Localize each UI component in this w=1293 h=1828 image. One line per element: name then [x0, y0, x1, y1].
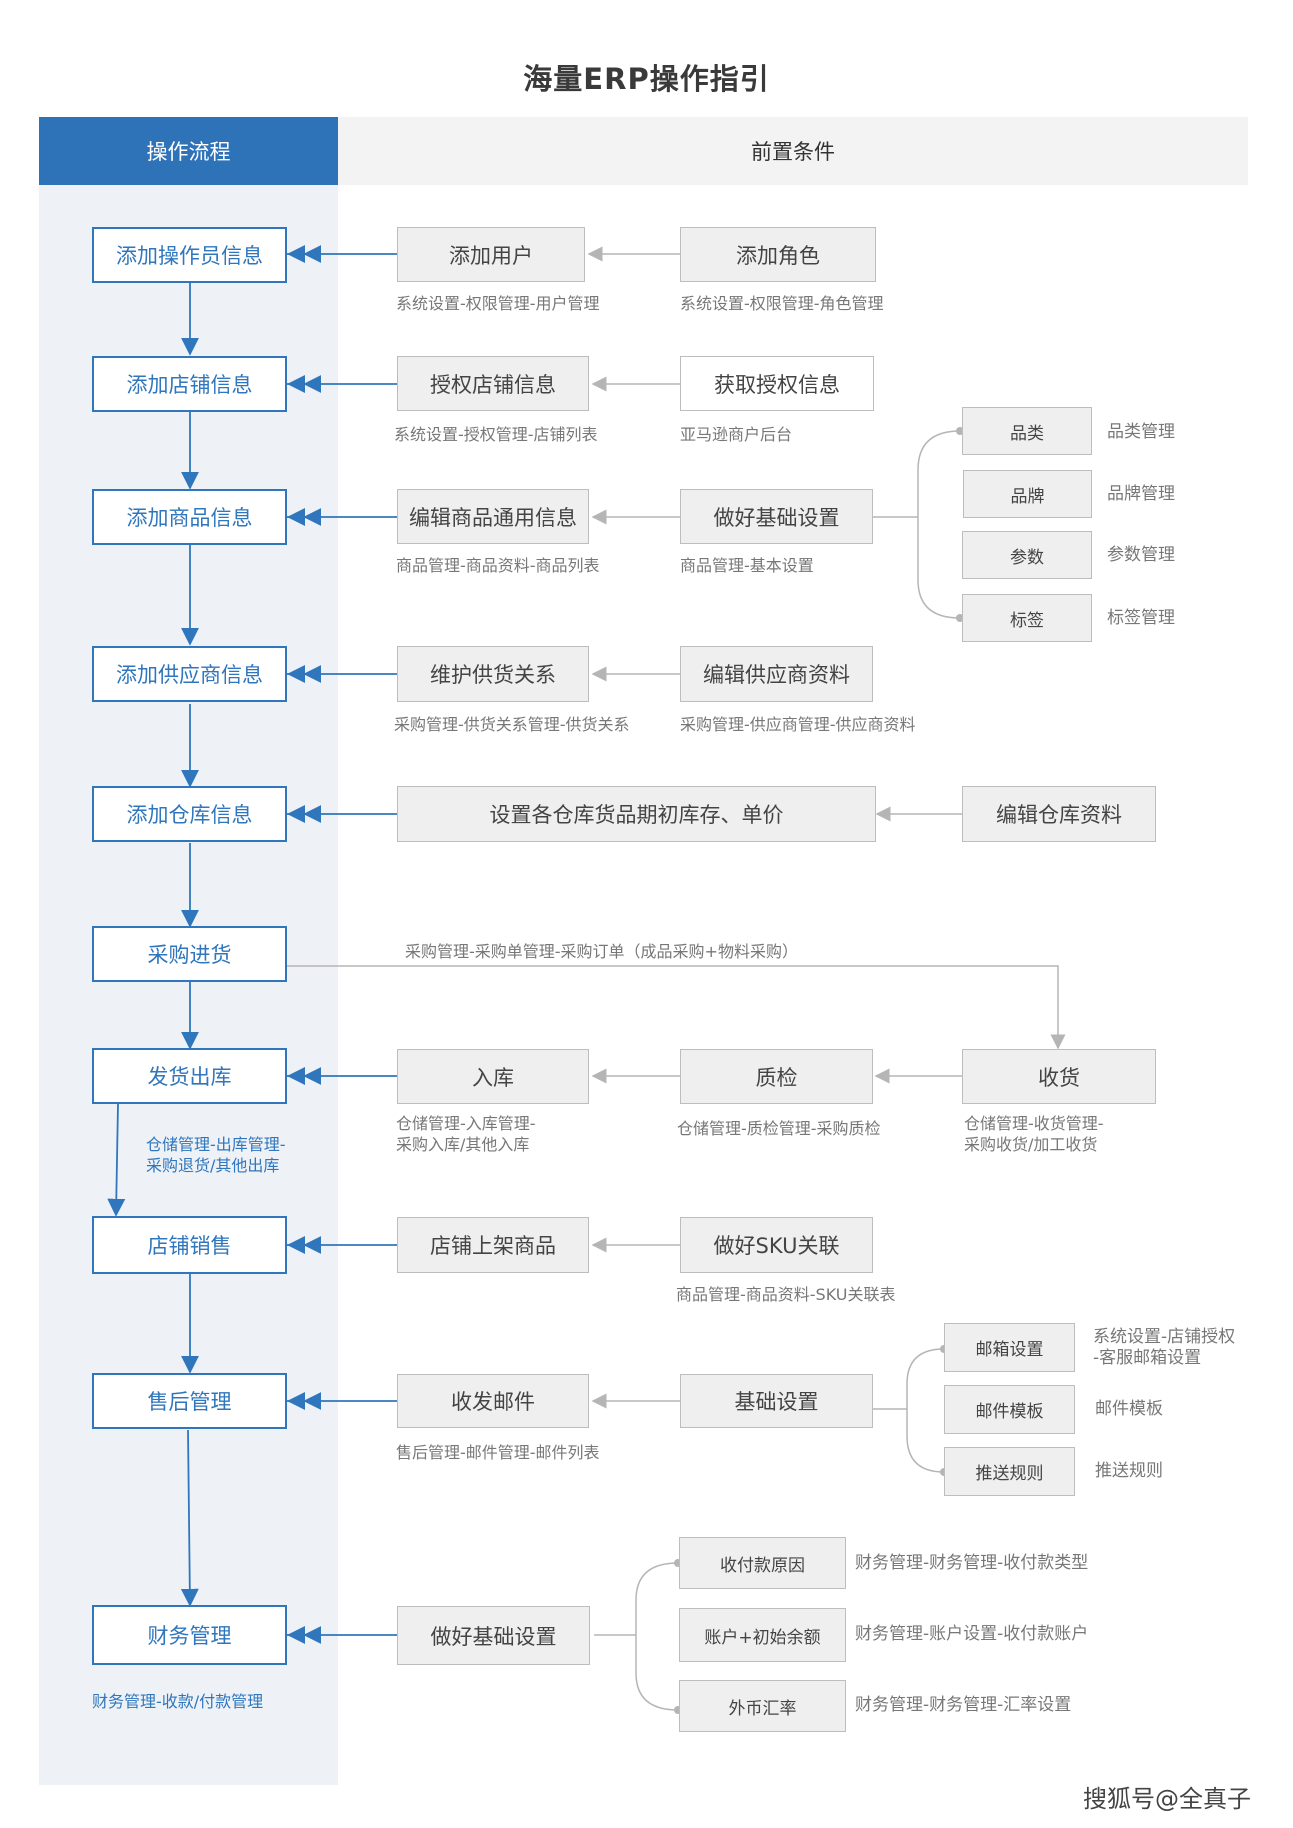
- path-receiving-line1: 仓储管理-收货管理-: [964, 1114, 1104, 1133]
- prereq-add-user: 添加用户: [397, 227, 585, 282]
- sub-mailbox-note-line2: -客服邮箱设置: [1093, 1348, 1202, 1368]
- path-edit-supplier: 采购管理-供应商管理-供应商资料: [680, 715, 916, 734]
- sub-brand-note: 品牌管理: [1107, 484, 1175, 504]
- step-finance: 财务管理: [92, 1605, 287, 1665]
- sub-mail-template-note: 邮件模板: [1095, 1399, 1163, 1419]
- path-inbound-line1: 仓储管理-入库管理-: [396, 1114, 536, 1133]
- path-basic-settings: 商品管理-基本设置: [680, 556, 814, 575]
- sub-mail-template: 邮件模板: [944, 1385, 1075, 1434]
- sub-account-balance: 账户+初始余额: [679, 1608, 846, 1662]
- path-supply-relation: 采购管理-供货关系管理-供货关系: [394, 715, 630, 734]
- path-purchase: 采购管理-采购单管理-采购订单（成品采购+物料采购）: [405, 942, 798, 961]
- prereq-add-role: 添加角色: [680, 227, 876, 282]
- sub-parameter: 参数: [962, 531, 1092, 579]
- prereq-mail: 收发邮件: [397, 1374, 589, 1428]
- outbound-path-line1: 仓储管理-出库管理-: [146, 1135, 286, 1154]
- path-quality-check: 仓储管理-质检管理-采购质检: [677, 1119, 881, 1138]
- step-add-product: 添加商品信息: [92, 489, 287, 545]
- outbound-path-line2: 采购退货/其他出库: [146, 1156, 280, 1175]
- sub-push-rules: 推送规则: [944, 1447, 1075, 1496]
- sub-parameter-note: 参数管理: [1107, 545, 1175, 565]
- sub-mailbox-note-line1: 系统设置-店铺授权: [1093, 1327, 1236, 1347]
- path-add-user: 系统设置-权限管理-用户管理: [396, 294, 600, 313]
- prereq-inbound: 入库: [397, 1049, 589, 1104]
- step-add-operator: 添加操作员信息: [92, 227, 287, 283]
- sub-brand: 品牌: [963, 470, 1092, 518]
- sub-push-rules-note: 推送规则: [1095, 1461, 1163, 1481]
- prereq-basic-settings: 做好基础设置: [680, 489, 873, 544]
- step-after-sales: 售后管理: [92, 1373, 287, 1429]
- sub-payment-reason: 收付款原因: [679, 1537, 846, 1589]
- flow-arrow-7: [107, 1103, 126, 1217]
- sub-category-note: 品类管理: [1107, 422, 1175, 442]
- finance-path: 财务管理-收款/付款管理: [92, 1692, 264, 1711]
- sub-payment-reason-note: 财务管理-财务管理-收付款类型: [855, 1553, 1089, 1573]
- step-add-store: 添加店铺信息: [92, 356, 287, 412]
- prereq-initial-stock: 设置各仓库货品期初库存、单价: [397, 786, 876, 842]
- prereq-sku-link: 做好SKU关联: [680, 1217, 873, 1273]
- prereq-list-products: 店铺上架商品: [397, 1217, 589, 1273]
- sub-mailbox-settings: 邮箱设置: [944, 1323, 1075, 1372]
- path-mail: 售后管理-邮件管理-邮件列表: [396, 1443, 600, 1462]
- path-edit-product: 商品管理-商品资料-商品列表: [396, 556, 600, 575]
- path-sku-link: 商品管理-商品资料-SKU关联表: [676, 1285, 896, 1304]
- sub-tag: 标签: [962, 594, 1092, 642]
- step-add-supplier: 添加供应商信息: [92, 646, 287, 702]
- step-add-warehouse: 添加仓库信息: [92, 786, 287, 842]
- step-outbound: 发货出库: [92, 1048, 287, 1104]
- page-title: 海量ERP操作指引: [523, 62, 770, 96]
- sub-tag-note: 标签管理: [1107, 608, 1175, 628]
- sub-account-balance-note: 财务管理-账户设置-收付款账户: [855, 1624, 1089, 1644]
- prereq-aftersale-settings: 基础设置: [680, 1374, 873, 1428]
- prereq-finance-settings: 做好基础设置: [397, 1606, 590, 1665]
- prereq-edit-product: 编辑商品通用信息: [397, 489, 589, 544]
- header-process: 操作流程: [39, 117, 338, 185]
- path-inbound-line2: 采购入库/其他入库: [396, 1135, 530, 1154]
- path-get-auth: 亚马逊商户后台: [680, 425, 793, 444]
- header-prerequisites: 前置条件: [338, 117, 1248, 185]
- path-authorize-store: 系统设置-授权管理-店铺列表: [394, 425, 598, 444]
- prereq-supply-relation: 维护供货关系: [397, 646, 589, 702]
- prereq-receiving: 收货: [962, 1049, 1156, 1104]
- prereq-quality-check: 质检: [680, 1049, 873, 1104]
- sub-exchange-rate-note: 财务管理-财务管理-汇率设置: [855, 1695, 1072, 1715]
- path-receiving-line2: 采购收货/加工收货: [964, 1135, 1098, 1154]
- step-store-sales: 店铺销售: [92, 1216, 287, 1274]
- prereq-edit-warehouse: 编辑仓库资料: [962, 786, 1156, 842]
- path-add-role: 系统设置-权限管理-角色管理: [680, 294, 884, 313]
- step-purchase: 采购进货: [92, 926, 287, 982]
- watermark: 搜狐号@全真子: [1083, 1785, 1251, 1813]
- prereq-get-auth: 获取授权信息: [680, 356, 874, 411]
- sub-category: 品类: [962, 407, 1092, 455]
- prereq-edit-supplier: 编辑供应商资料: [680, 646, 873, 702]
- prereq-authorize-store: 授权店铺信息: [397, 356, 589, 411]
- sub-exchange-rate: 外币汇率: [679, 1680, 846, 1732]
- flow-arrow-9: [180, 1429, 199, 1607]
